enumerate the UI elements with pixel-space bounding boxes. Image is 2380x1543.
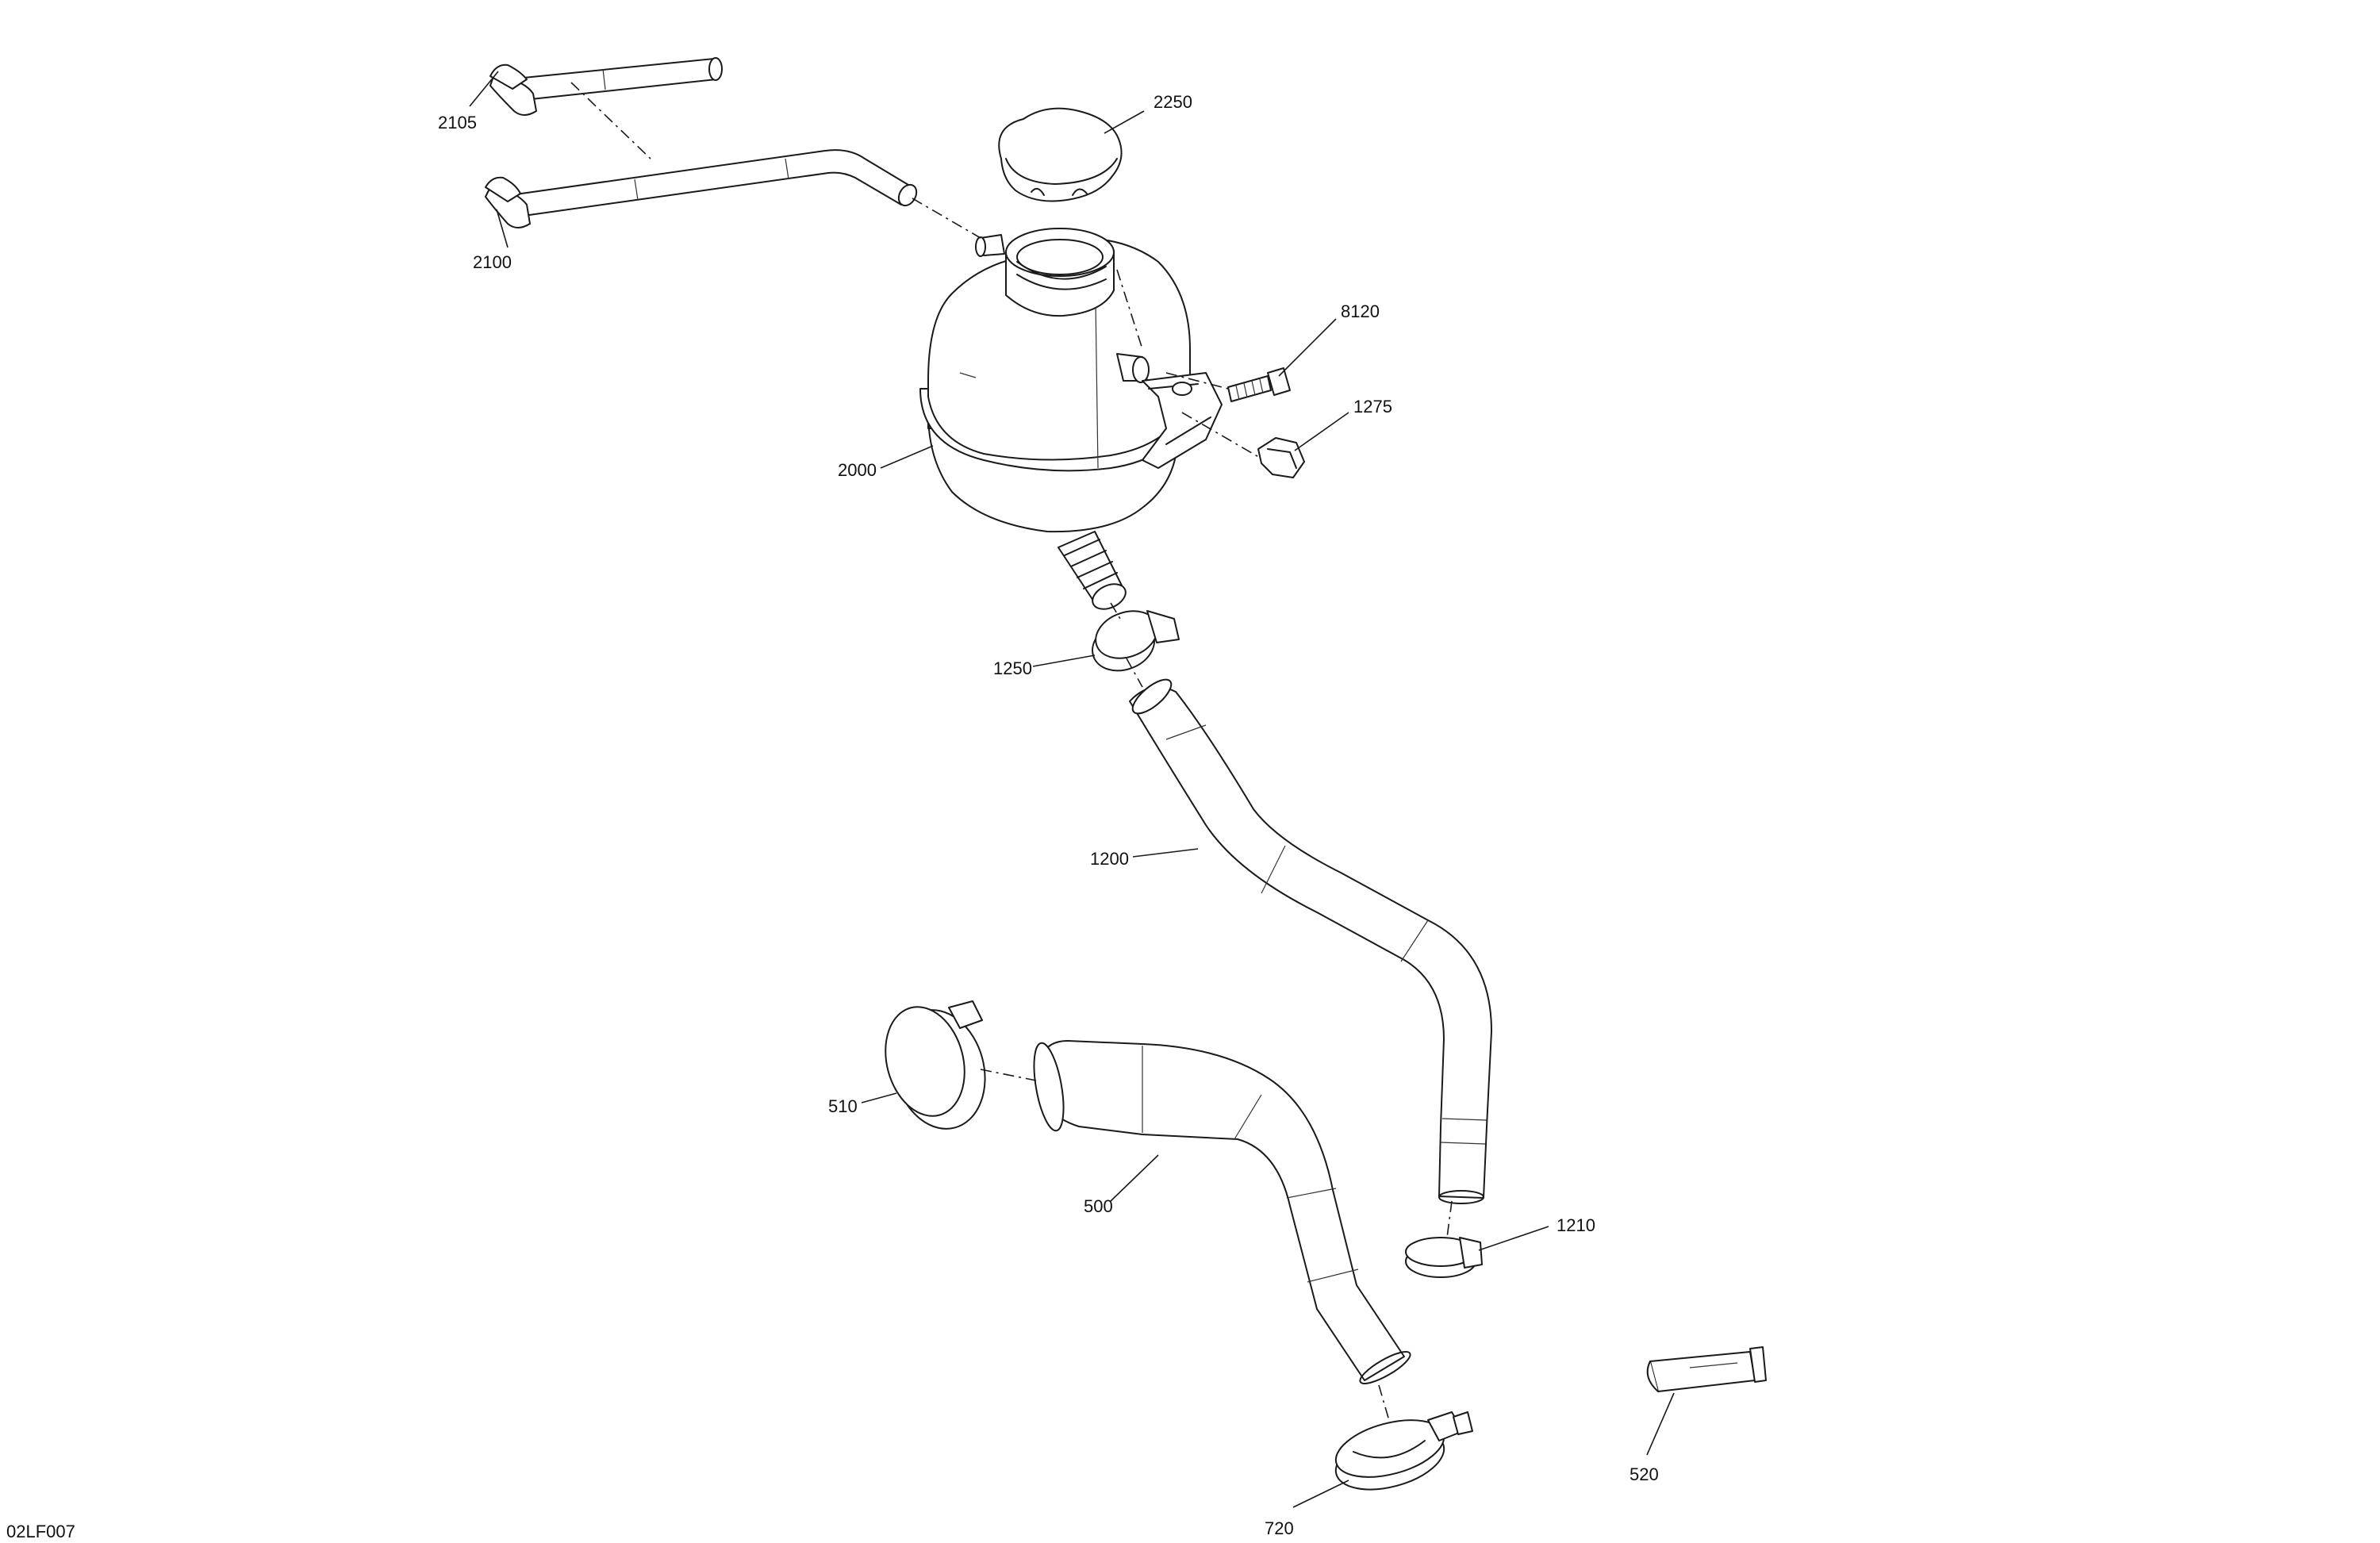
callout-520: 520 <box>1630 1464 1659 1484</box>
callout-2250: 2250 <box>1154 92 1192 112</box>
callout-1200: 1200 <box>1090 849 1129 869</box>
callout-8120: 8120 <box>1341 301 1380 321</box>
part-720-clamp <box>1334 1411 1473 1491</box>
part-2100-hose <box>485 149 918 228</box>
callout-2100: 2100 <box>473 252 512 272</box>
callout-1250: 1250 <box>993 658 1032 678</box>
assembly-axis-lines <box>570 82 1453 1424</box>
callout-2105: 2105 <box>438 113 477 132</box>
part-2105-hose <box>489 57 723 116</box>
part-1250-clamp <box>1092 610 1180 672</box>
part-500-hose <box>1033 1040 1411 1384</box>
part-1275-nut <box>1257 437 1305 478</box>
part-510-clamp <box>885 1000 986 1130</box>
callout-1210: 1210 <box>1557 1215 1595 1235</box>
drawing-id: 02LF007 <box>6 1522 75 1541</box>
callout-720: 720 <box>1265 1518 1294 1538</box>
part-2000-reservoir <box>919 228 1223 610</box>
leader-lines <box>469 71 1675 1508</box>
part-2250-cap <box>998 107 1123 202</box>
callout-510: 510 <box>828 1096 858 1116</box>
part-1200-hose <box>1129 678 1492 1204</box>
part-520-clamp <box>1646 1346 1767 1392</box>
callout-2000: 2000 <box>838 460 877 480</box>
callout-labels: 2105 2100 2250 8120 1275 2000 1250 1200 … <box>438 92 1659 1538</box>
callout-1275: 1275 <box>1353 397 1392 416</box>
callout-500: 500 <box>1084 1196 1113 1216</box>
part-8120-screw <box>1227 367 1291 402</box>
part-1210-clamp <box>1405 1237 1483 1278</box>
